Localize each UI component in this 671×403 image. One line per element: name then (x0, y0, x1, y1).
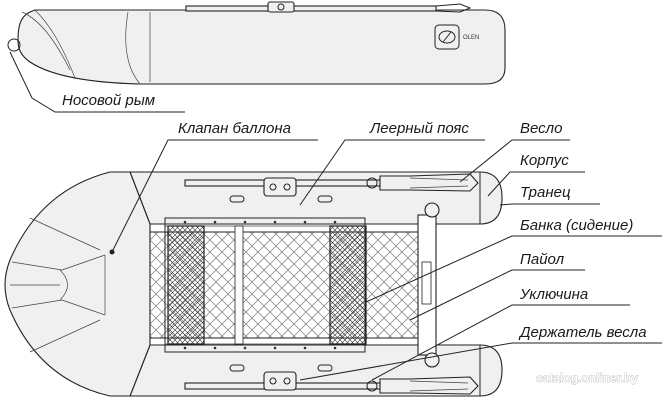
transom-board (417, 214, 437, 356)
label-transom: Транец (520, 184, 571, 201)
label-bow-ring: Носовой рым (62, 92, 155, 109)
bow-ring-icon (7, 38, 21, 52)
top-view-bow (4, 171, 151, 397)
upper-oarlock-icon (366, 177, 378, 189)
watermark: catalog.onliner.by (536, 371, 638, 385)
side-view: OLEN Носовой рым (7, 1, 506, 113)
top-view (4, 171, 503, 397)
seat-front (167, 225, 205, 345)
label-oar-holder: Держатель весла (518, 324, 647, 341)
seat-rear (329, 225, 367, 345)
brand-logo: OLEN (434, 24, 479, 50)
lower-oar (184, 364, 479, 395)
label-oar: Весло (520, 120, 562, 137)
floor-rivets (183, 220, 337, 350)
lower-oar-holder (263, 371, 297, 391)
upper-oar (184, 173, 479, 203)
side-view-hull (17, 9, 506, 85)
brand-logo-text: OLEN (463, 35, 479, 41)
label-safety-line: Леерный пояс (369, 120, 469, 137)
label-seat: Банка (сидение) (520, 217, 633, 234)
label-valve: Клапан баллона (178, 120, 291, 137)
leader-lines (111, 139, 662, 381)
label-floor: Пайол (520, 251, 565, 268)
side-view-oar (185, 1, 472, 13)
label-oarlock: Уключина (519, 286, 588, 303)
lower-oarlock-icon (366, 380, 378, 392)
upper-oar-holder (263, 177, 297, 197)
label-hull: Корпус (520, 152, 569, 169)
